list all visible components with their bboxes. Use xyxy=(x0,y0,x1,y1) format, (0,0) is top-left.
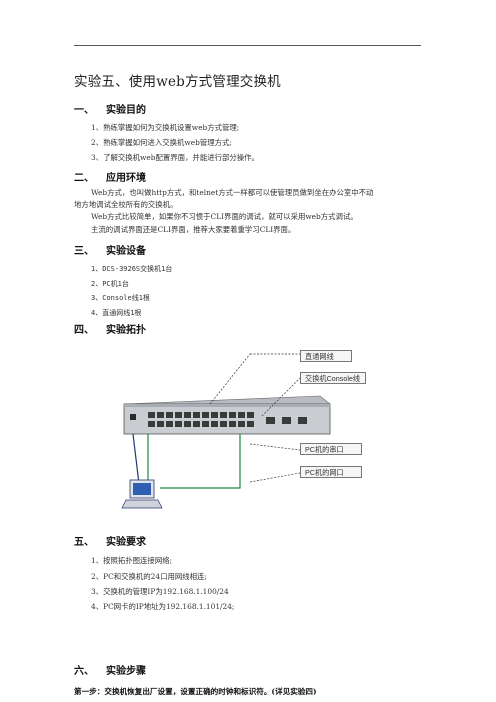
equipment-item: 4、直通网线1根 xyxy=(91,309,142,317)
label-straight-cable: 直通网线 xyxy=(300,350,352,362)
label-console-cable: 交换机Console线 xyxy=(300,372,366,384)
topology-diagram xyxy=(121,353,331,509)
objective-item: 3、了解交换机web配置界面，并能进行部分操作。 xyxy=(91,153,259,162)
requirement-item: 1、按照拓扑图连接网络; xyxy=(91,556,173,565)
pc-icon xyxy=(121,479,163,509)
requirement-item: 4、PC网卡的IP地址为192.168.1.101/24; xyxy=(91,602,235,611)
step-1-text: 第一步：交换机恢复出厂设置，设置正确的时钟和标识符。(详见实验四) xyxy=(74,687,317,696)
objective-item: 2、熟练掌握如何进入交换机web管理方式; xyxy=(91,138,232,147)
label-pc-network-port: PC机的网口 xyxy=(300,466,362,478)
equipment-item: 1、DCS-3926S交换机1台 xyxy=(91,265,173,273)
objective-item: 1、熟练掌握如何为交换机设置web方式管理; xyxy=(91,123,240,132)
requirement-item: 3、交换机的管理IP为192.168.1.100/24 xyxy=(91,587,229,596)
section-heading-2: 二、应用环境 xyxy=(74,173,146,184)
section-heading-4: 四、实验拓扑 xyxy=(74,325,146,336)
section-heading-3: 三、实验设备 xyxy=(74,246,146,257)
header-rule xyxy=(74,45,421,46)
paragraph-line: 地方地调试全校所有的交换机。 xyxy=(74,200,178,209)
requirement-item: 2、PC和交换机的24口用网线相连; xyxy=(91,572,207,581)
paragraph-line: Web方式，也叫做http方式，和telnet方式一样都可以使管理员做到坐在办公… xyxy=(91,188,374,197)
equipment-item: 2、PC机1台 xyxy=(91,280,129,288)
page-title: 实验五、使用web方式管理交换机 xyxy=(74,74,281,90)
paragraph-line: 主流的调试界面还是CLI界面，推荐大家要着重学习CLI界面。 xyxy=(91,225,296,234)
section-heading-1: 一、实验目的 xyxy=(74,105,146,116)
paragraph-line: Web方式比较简单，如果你不习惯于CLI界面的调试，就可以采用web方式调试。 xyxy=(91,212,358,221)
section-heading-6: 六、实验步骤 xyxy=(74,666,146,677)
equipment-item: 3、Console线1根 xyxy=(91,294,150,302)
label-pc-serial-port: PC机的串口 xyxy=(300,443,362,455)
switch-icon xyxy=(123,395,331,435)
section-heading-5: 五、实验要求 xyxy=(74,537,146,548)
